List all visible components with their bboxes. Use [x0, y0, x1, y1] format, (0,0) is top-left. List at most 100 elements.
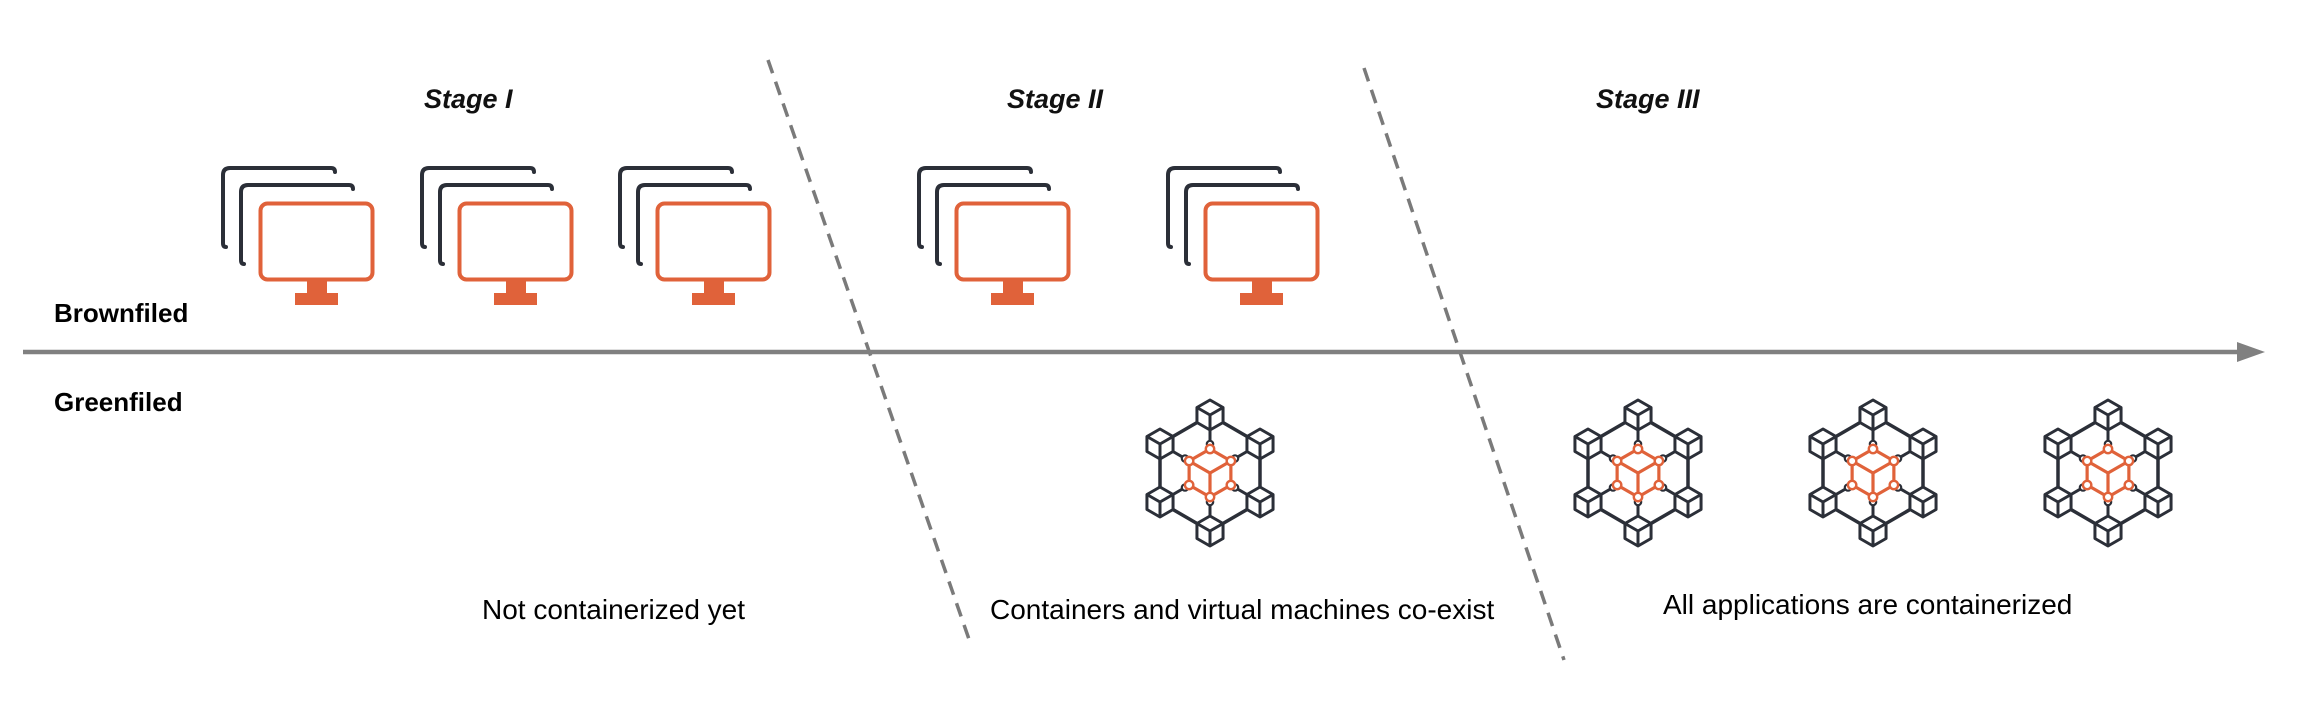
- container-cube-icon: [1245, 427, 1275, 461]
- stage-1-caption: Not containerized yet: [482, 594, 746, 625]
- container-cube-icon: [1195, 398, 1225, 432]
- container-cube-icon: [2143, 427, 2173, 461]
- container-cube-icon: [1908, 427, 1938, 461]
- core-node: [1225, 455, 1237, 467]
- monitor-back-frame: [438, 183, 554, 266]
- core-node: [1632, 491, 1644, 503]
- container-cluster-icon: [2043, 398, 2173, 548]
- core-node: [1204, 443, 1216, 455]
- container-cube-icon: [1673, 485, 1703, 519]
- monitor-back-frame: [618, 166, 734, 249]
- container-cube-icon: [1245, 485, 1275, 519]
- monitor-base: [295, 293, 338, 305]
- monitor-neck: [506, 281, 526, 294]
- core-node: [1846, 479, 1858, 491]
- core-node: [1183, 455, 1195, 467]
- brownfield-row-label: Brownfiled: [54, 298, 189, 328]
- container-cube-icon: [1808, 427, 1838, 461]
- virtual-machine-stack-icon: [917, 166, 1071, 305]
- timeline-axis: [23, 342, 2265, 362]
- container-cube-icon: [2143, 485, 2173, 519]
- core-container-cube-icon: [1850, 447, 1896, 499]
- monitor-screen: [954, 201, 1071, 282]
- core-node: [1653, 479, 1665, 491]
- container-cube-icon: [2093, 514, 2123, 548]
- monitor-neck: [704, 281, 724, 294]
- monitor-base: [1240, 293, 1283, 305]
- stage-label-2: Stage II: [1007, 84, 1104, 114]
- stage-3-caption: All applications are containerized: [1663, 589, 2073, 620]
- container-cluster-icon: [1808, 398, 1938, 548]
- monitor-back-frame: [420, 166, 536, 249]
- monitor-neck: [307, 281, 327, 294]
- core-node: [1867, 443, 1879, 455]
- core-node: [1225, 479, 1237, 491]
- container-cube-icon: [1573, 427, 1603, 461]
- core-node: [1183, 479, 1195, 491]
- container-cube-icon: [1908, 485, 1938, 519]
- container-cube-icon: [2043, 485, 2073, 519]
- core-node: [1611, 479, 1623, 491]
- core-node: [1653, 455, 1665, 467]
- monitor-back-frame: [636, 183, 752, 266]
- monitor-screen: [457, 201, 574, 282]
- core-container-cube-icon: [2085, 447, 2131, 499]
- stage-label-3: Stage III: [1596, 84, 1700, 114]
- monitor-base: [494, 293, 537, 305]
- core-node: [2102, 443, 2114, 455]
- core-node: [2123, 455, 2135, 467]
- container-cube-icon: [1623, 398, 1653, 432]
- container-cube-icon: [1573, 485, 1603, 519]
- monitor-back-frame: [917, 166, 1033, 249]
- container-cluster-icon: [1145, 398, 1275, 548]
- monitor-back-frame: [239, 183, 355, 266]
- virtual-machine-stack-icon: [1166, 166, 1320, 305]
- container-cube-icon: [1195, 514, 1225, 548]
- container-cube-icon: [2043, 427, 2073, 461]
- core-node: [1611, 455, 1623, 467]
- core-node: [2081, 479, 2093, 491]
- core-node: [2123, 479, 2135, 491]
- stage-dividers: [766, 59, 1566, 661]
- container-cube-icon: [1858, 398, 1888, 432]
- monitor-back-frame: [1184, 183, 1300, 266]
- container-clusters: [1145, 398, 2173, 548]
- timeline-arrowhead-icon: [2237, 342, 2265, 362]
- greenfield-row-label: Greenfiled: [54, 387, 183, 417]
- monitor-back-frame: [221, 166, 337, 249]
- vm-stacks: [221, 166, 1320, 305]
- monitor-screen: [258, 201, 375, 282]
- monitor-back-frame: [935, 183, 1051, 266]
- core-node: [1632, 443, 1644, 455]
- monitor-neck: [1003, 281, 1023, 294]
- core-node: [2102, 491, 2114, 503]
- core-node: [1888, 479, 1900, 491]
- monitor-neck: [1252, 281, 1272, 294]
- core-container-cube-icon: [1187, 447, 1233, 499]
- monitor-back-frame: [1166, 166, 1282, 249]
- core-node: [1846, 455, 1858, 467]
- core-node: [1867, 491, 1879, 503]
- container-cube-icon: [2093, 398, 2123, 432]
- virtual-machine-stack-icon: [221, 166, 375, 305]
- container-cube-icon: [1145, 485, 1175, 519]
- core-container-cube-icon: [1615, 447, 1661, 499]
- virtual-machine-stack-icon: [420, 166, 574, 305]
- virtual-machine-stack-icon: [618, 166, 772, 305]
- core-node: [1888, 455, 1900, 467]
- container-cube-icon: [1673, 427, 1703, 461]
- container-cube-icon: [1858, 514, 1888, 548]
- core-node: [1204, 491, 1216, 503]
- stage-divider-2: [1362, 67, 1566, 661]
- stage-label-1: Stage I: [424, 84, 513, 114]
- monitor-screen: [1203, 201, 1320, 282]
- stage-2-caption: Containers and virtual machines co-exist: [990, 594, 1495, 625]
- container-cube-icon: [1145, 427, 1175, 461]
- container-cluster-icon: [1573, 398, 1703, 548]
- monitor-base: [991, 293, 1034, 305]
- container-cube-icon: [1808, 485, 1838, 519]
- monitor-base: [692, 293, 735, 305]
- core-node: [2081, 455, 2093, 467]
- monitor-screen: [655, 201, 772, 282]
